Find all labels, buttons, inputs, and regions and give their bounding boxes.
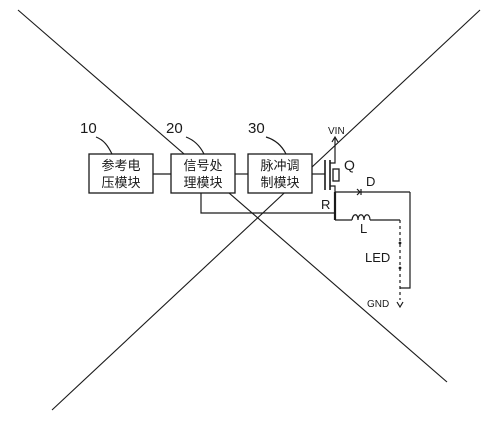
ground-label: GND — [367, 299, 389, 310]
inductor-coil — [351, 214, 371, 221]
led-label: LED — [365, 250, 390, 265]
block-number-10: 10 — [80, 120, 97, 137]
reference-voltage-module — [88, 153, 154, 194]
switch-label: Q — [344, 157, 355, 173]
diode-return-wire — [400, 192, 411, 289]
block-10-line2: 压模块 — [101, 176, 140, 191]
vin-arrowhead — [331, 135, 339, 143]
block-10-line1: 参考电 — [101, 158, 140, 174]
leader-30 — [265, 136, 287, 155]
cross-line-2 — [51, 9, 481, 411]
led-dot-1 — [398, 241, 402, 245]
leader-20 — [185, 136, 205, 155]
resistor-label: R — [321, 197, 330, 212]
block-30-line1: 脉冲调 — [260, 159, 299, 174]
pulse-modulation-module — [247, 153, 313, 194]
switch-source — [330, 185, 336, 190]
feedback-wire — [200, 193, 335, 214]
switch-drain — [330, 160, 336, 164]
diode-symbol — [356, 188, 361, 196]
vin-label: VIN — [328, 126, 345, 137]
block-number-30: 30 — [248, 120, 265, 137]
block-30-line2: 制模块 — [260, 176, 299, 191]
block-20-line2: 理模块 — [183, 176, 222, 191]
inductor-label: L — [360, 221, 367, 236]
signal-processing-module — [170, 153, 236, 194]
cross-line-1 — [17, 9, 448, 383]
block-number-20: 20 — [166, 120, 183, 137]
led-dot-2 — [398, 266, 402, 270]
switch-body — [332, 168, 340, 182]
ground-arrow — [396, 301, 404, 309]
block-20-line1: 信号处 — [183, 159, 222, 174]
diode-label: D — [366, 174, 375, 189]
leader-10 — [95, 136, 113, 155]
